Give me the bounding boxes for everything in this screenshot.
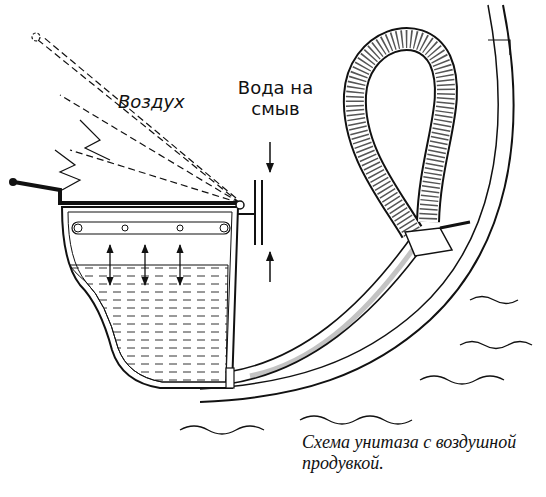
- water-label: Вода на смыв: [228, 78, 323, 119]
- air-zigzag: [80, 120, 110, 160]
- outlet-pipe: [228, 232, 415, 372]
- air-label: Воздух: [118, 92, 228, 113]
- figure-caption: Схема унитаза с воздушной продувкой.: [302, 432, 542, 473]
- bowl-water: [70, 265, 228, 382]
- lid-hinge: [236, 201, 244, 209]
- inlet-valve: [254, 180, 256, 245]
- outlet-water: [250, 248, 414, 376]
- loop-hose: [355, 39, 446, 232]
- hull-inner: [200, 5, 498, 389]
- closed-lid: [14, 182, 240, 203]
- flow-arrow: [269, 142, 271, 172]
- air-tube: [72, 222, 230, 234]
- lid-handle-open: [32, 33, 40, 41]
- hull-frame: [488, 40, 510, 55]
- inlet-pipe: [238, 213, 255, 215]
- through-hull: [440, 222, 470, 228]
- flow-arrow: [269, 252, 271, 282]
- lid-handle: [9, 178, 17, 186]
- toilet-bowl: [62, 207, 238, 388]
- bowl-inner-wall: [68, 212, 232, 382]
- outlet-pipe: [228, 240, 428, 384]
- loop-hose: [355, 39, 446, 232]
- hull-fitting: [405, 228, 452, 256]
- hose-texture: [355, 39, 446, 232]
- air-zigzag: [55, 150, 80, 190]
- bubble-arrows: [110, 245, 180, 285]
- air-holes: [74, 224, 228, 232]
- pipe-clamp: [226, 368, 234, 388]
- open-lid: [38, 36, 240, 203]
- inlet-valve: [261, 180, 263, 245]
